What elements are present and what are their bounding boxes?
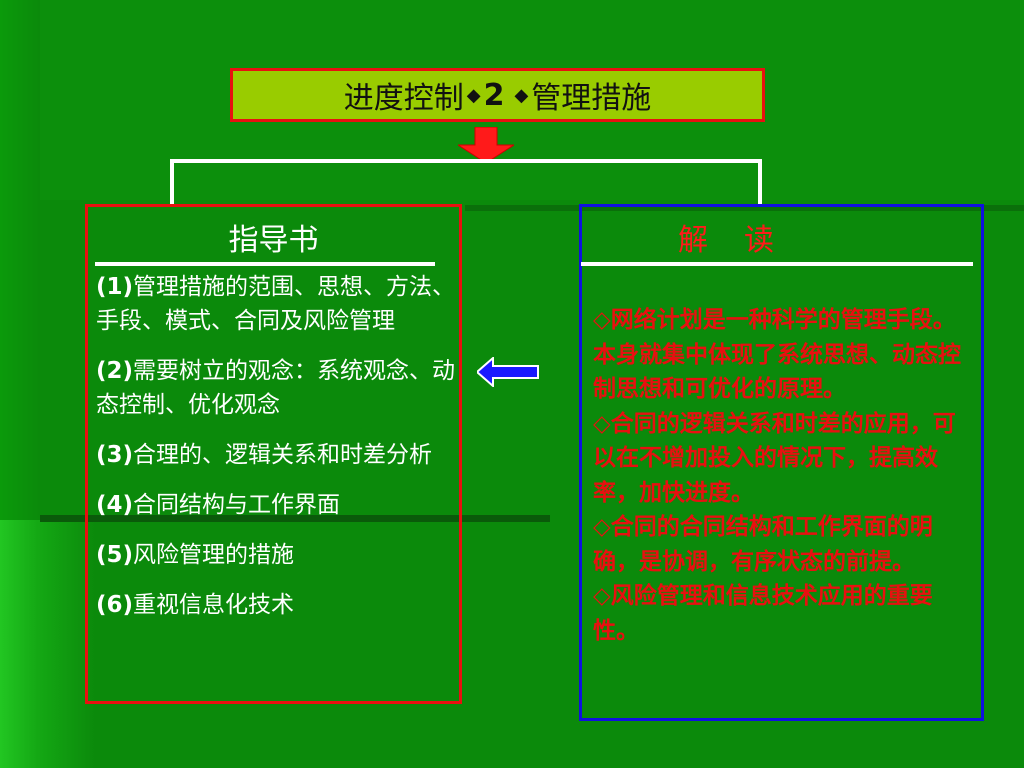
right-panel-heading: 解读 bbox=[678, 223, 810, 258]
list-item: (2)需要树立的观念：系统观念、动态控制、优化观念 bbox=[96, 358, 456, 418]
title-part1: 进度控制 bbox=[343, 81, 464, 116]
connector-right-drop bbox=[758, 159, 762, 205]
title-diamond-2: ◆ bbox=[514, 84, 529, 106]
background-shadow-line bbox=[40, 515, 550, 522]
list-item: (3)合理的、逻辑关系和时差分析 bbox=[96, 442, 433, 468]
left-arrow-icon bbox=[477, 357, 539, 387]
right-panel-rule bbox=[581, 262, 973, 266]
title-box: 进度控制 ◆ 2 ◆ 管理措施 bbox=[230, 68, 765, 122]
list-item: (5)风险管理的措施 bbox=[96, 542, 295, 568]
list-item: (4)合同结构与工作界面 bbox=[96, 492, 341, 518]
left-panel-heading: 指导书 bbox=[228, 223, 319, 258]
diamond-bullet-icon: ◇ bbox=[593, 514, 611, 540]
left-panel-frame bbox=[85, 204, 462, 704]
list-item: (1)管理措施的范围、思想、方法、手段、模式、合同及风险管理 bbox=[96, 274, 456, 334]
background-left-gradient bbox=[0, 520, 95, 768]
diamond-bullet-icon: ◇ bbox=[593, 307, 611, 333]
down-arrow-icon bbox=[458, 127, 514, 163]
connector-left-drop bbox=[170, 159, 174, 205]
background-shadow-line-top bbox=[465, 205, 1024, 211]
title-part2: 管理措施 bbox=[531, 81, 652, 116]
right-panel-frame bbox=[579, 204, 984, 721]
right-panel-text: ◇网络计划是一种科学的管理手段。本身就集中体现了系统思想、动态控制思想和可优化的… bbox=[593, 303, 967, 648]
connector-horizontal bbox=[170, 159, 762, 163]
list-item: ◇合同的逻辑关系和时差的应用，可以在不增加投入的情况下，提高效率，加快进度。 bbox=[593, 410, 956, 506]
diamond-bullet-icon: ◇ bbox=[593, 583, 611, 609]
title-diamond-1: ◆ bbox=[466, 84, 481, 106]
title-number: 2 bbox=[483, 77, 505, 113]
left-panel-list: (1)管理措施的范围、思想、方法、手段、模式、合同及风险管理 (2)需要树立的观… bbox=[96, 270, 456, 638]
list-item: ◇合同的合同结构和工作界面的明确，是协调，有序状态的前提。 bbox=[593, 514, 933, 575]
list-item: (6)重视信息化技术 bbox=[96, 592, 295, 618]
list-item: ◇网络计划是一种科学的管理手段。本身就集中体现了系统思想、动态控制思想和可优化的… bbox=[593, 307, 961, 402]
diamond-bullet-icon: ◇ bbox=[593, 410, 611, 437]
left-panel-rule bbox=[95, 262, 435, 266]
list-item: ◇风险管理和信息技术应用的重要性。 bbox=[593, 583, 933, 644]
